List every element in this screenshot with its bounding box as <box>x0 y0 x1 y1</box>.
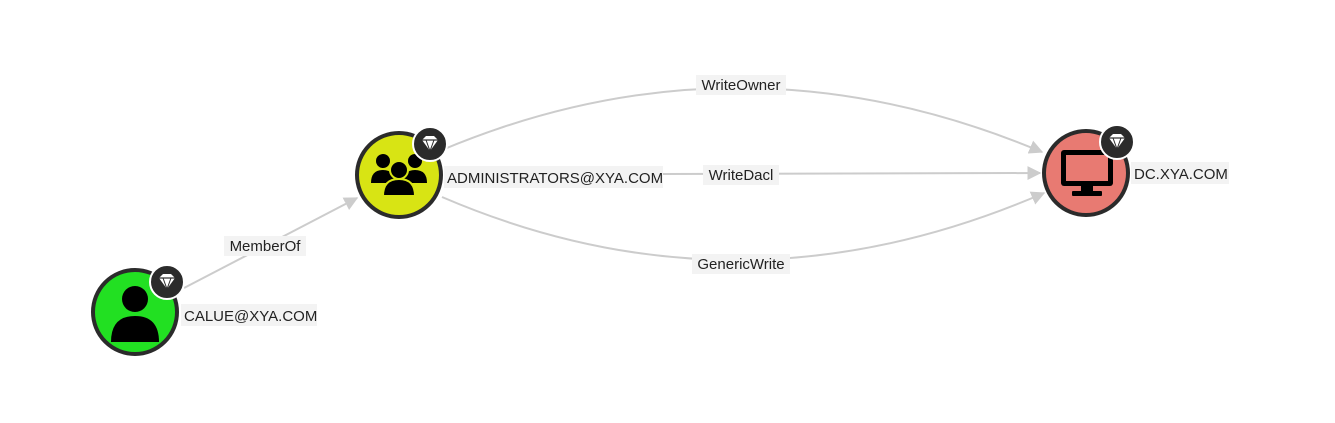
edge-writeowner[interactable]: WriteOwner <box>441 75 1044 154</box>
edge-genericwrite[interactable]: GenericWrite <box>441 191 1046 274</box>
edge-writedacl[interactable]: WriteDacl <box>662 165 1042 185</box>
group-icon <box>371 154 427 197</box>
gem-icon <box>149 264 185 300</box>
edge-label-genericwrite: GenericWrite <box>697 256 784 273</box>
edge-label-writeowner: WriteOwner <box>702 77 781 94</box>
node-administrators-group[interactable]: ADMINISTRATORS@XYA.COM <box>355 126 663 219</box>
node-dc-computer[interactable]: DC.XYA.COM <box>1042 124 1229 217</box>
user-icon <box>111 286 159 342</box>
gem-icon <box>412 126 448 162</box>
edge-memberof[interactable]: MemberOf <box>183 197 359 289</box>
node-label-calue: CALUE@XYA.COM <box>184 308 317 325</box>
node-calue-user[interactable]: CALUE@XYA.COM <box>91 264 317 356</box>
gem-icon <box>1099 124 1135 160</box>
computer-icon <box>1061 150 1113 196</box>
edge-label-writedacl: WriteDacl <box>709 167 774 184</box>
edge-label-memberof: MemberOf <box>230 238 302 255</box>
node-label-dc: DC.XYA.COM <box>1134 166 1228 183</box>
node-label-administrators: ADMINISTRATORS@XYA.COM <box>447 170 663 187</box>
